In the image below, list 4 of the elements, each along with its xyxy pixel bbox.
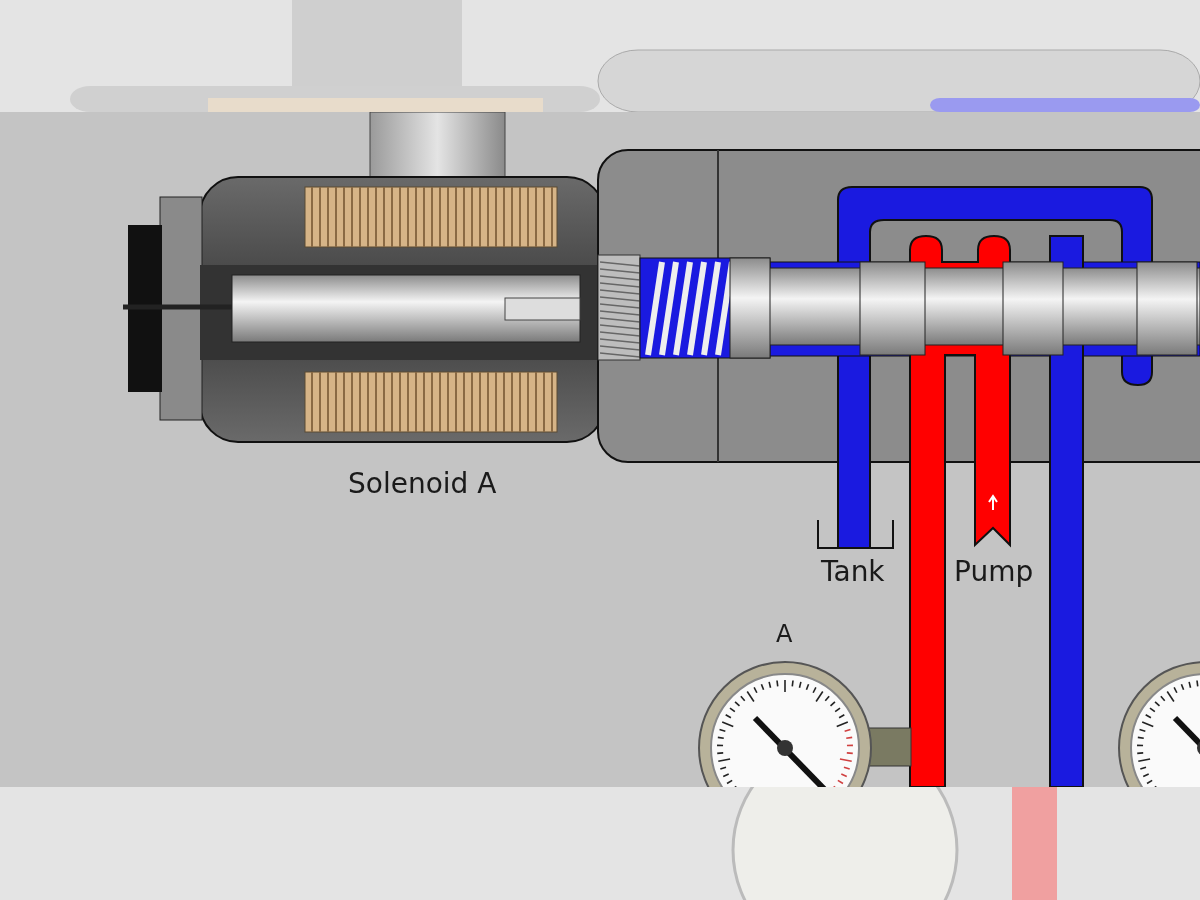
gauge-label: A — [776, 622, 793, 646]
part-label: Tank — [821, 558, 885, 586]
part-label: Solenoid A — [348, 470, 497, 498]
part-label: Pump — [954, 558, 1034, 586]
